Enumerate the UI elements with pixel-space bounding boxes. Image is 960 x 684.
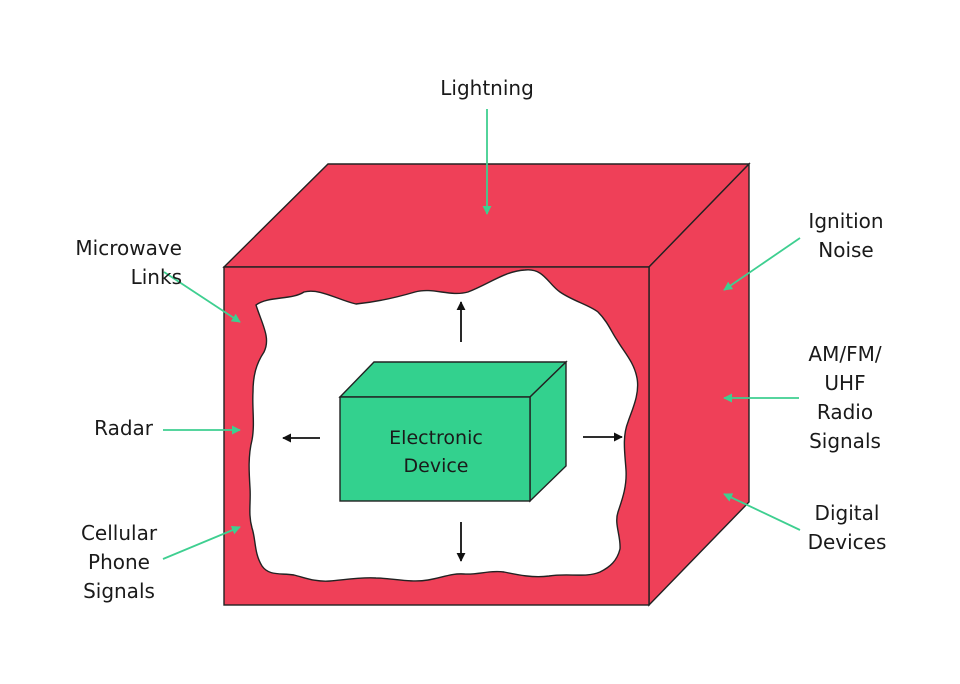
device-label: Electronic Device xyxy=(389,424,483,480)
lightning-label-line: Lightning xyxy=(440,76,534,100)
radio-signals-label: AM/FM/ UHF Radio Signals xyxy=(808,340,881,456)
lightning-label: Lightning xyxy=(440,74,534,103)
ignition-arrow xyxy=(723,237,801,291)
ignition-label-line: Ignition xyxy=(808,209,884,233)
radar-label: Radar xyxy=(94,414,153,443)
digital-arrow xyxy=(723,493,801,531)
radar-label-line: Radar xyxy=(94,416,153,440)
cellular-signals-label: Cellular Phone Signals xyxy=(81,519,157,606)
digital-label-line: Digital xyxy=(814,501,880,525)
device-top-face xyxy=(338,361,568,398)
digital-label-line: Devices xyxy=(807,530,887,554)
device-label-line: Device xyxy=(403,455,469,477)
device-front-face xyxy=(339,396,531,502)
cellular-label-line: Signals xyxy=(83,579,155,603)
microwave-label-line: Microwave xyxy=(75,236,182,260)
digital-devices-label: Digital Devices xyxy=(808,499,887,557)
radio-label-line: Radio xyxy=(816,400,874,424)
cellular-arrow xyxy=(162,525,241,560)
cellular-label-line: Phone xyxy=(88,550,150,574)
microwave-links-label: Microwave Links xyxy=(75,234,182,292)
radio-label-line: UHF xyxy=(824,371,866,395)
ignition-noise-label: Ignition Noise xyxy=(808,207,883,265)
radio-label-line: AM/FM/ xyxy=(808,342,882,366)
device-label-line: Electronic xyxy=(389,427,483,449)
microwave-arrow xyxy=(163,271,241,323)
cellular-label-line: Cellular xyxy=(80,521,158,545)
microwave-label-line: Links xyxy=(130,265,182,289)
radio-label-line: Signals xyxy=(809,429,881,453)
ignition-label-line: Noise xyxy=(818,238,874,262)
